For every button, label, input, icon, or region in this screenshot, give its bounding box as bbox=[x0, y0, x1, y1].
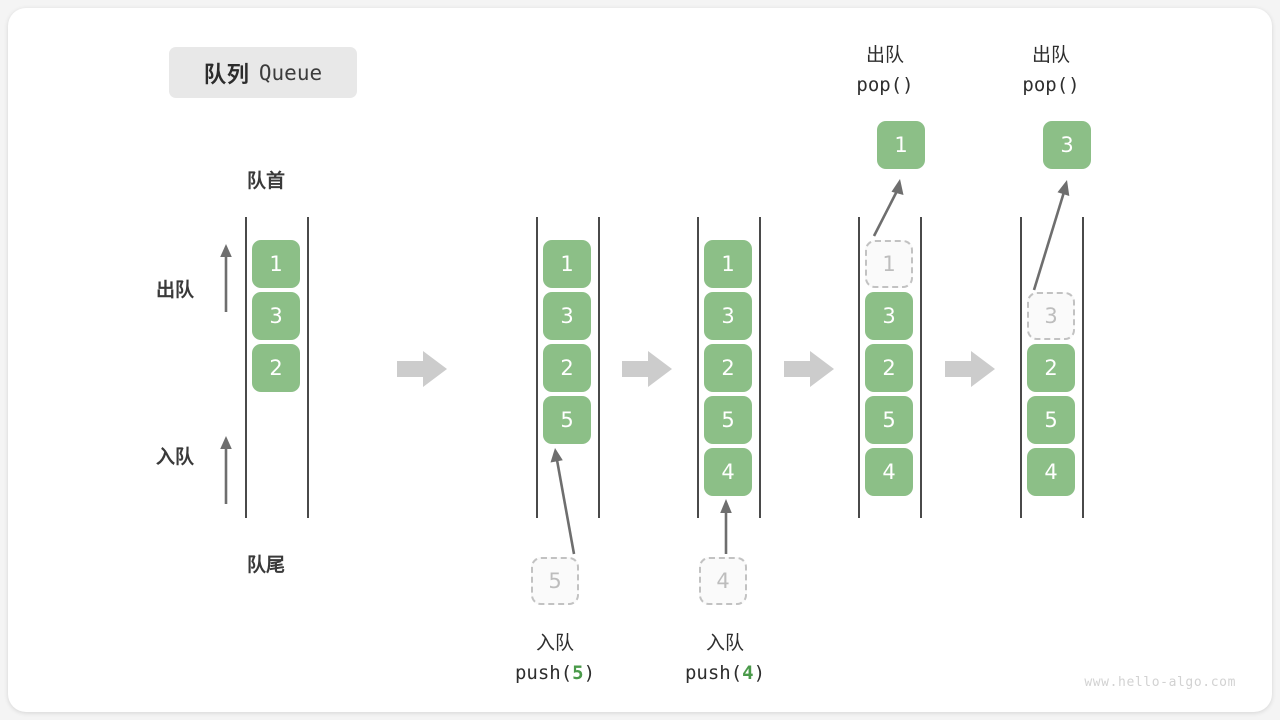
queue-rail-right-5 bbox=[1082, 217, 1084, 518]
pop-arrow-icon bbox=[872, 179, 904, 237]
queue-rail-left-4 bbox=[858, 217, 860, 518]
stage-header-pop-3: 出队 pop() bbox=[981, 40, 1121, 100]
watermark: www.hello-algo.com bbox=[1084, 675, 1236, 690]
step-arrow-icon bbox=[397, 351, 447, 387]
queue-rail-right-1 bbox=[307, 217, 309, 518]
queue-element: 3 bbox=[543, 292, 591, 340]
queue-element: 1 bbox=[704, 240, 752, 288]
queue-rail-left-5 bbox=[1020, 217, 1022, 518]
removed-element-ghost: 3 bbox=[1027, 292, 1075, 340]
front-label: 队首 bbox=[247, 170, 286, 192]
header-cn: 出队 bbox=[865, 44, 904, 66]
step-arrow-icon bbox=[784, 351, 834, 387]
queue-element: 3 bbox=[704, 292, 752, 340]
rear-label: 队尾 bbox=[247, 554, 286, 576]
enqueue-direction-arrow-icon bbox=[220, 436, 232, 504]
step-arrow-icon bbox=[622, 351, 672, 387]
queue-element: 2 bbox=[252, 344, 300, 392]
title-en: Queue bbox=[258, 60, 323, 85]
queue-rail-left-1 bbox=[245, 217, 247, 518]
diagram-card: 队列 Queue 队首 队尾 出队 入队 1 3 2 1 3 2 5 5 入队 … bbox=[8, 8, 1272, 712]
dequeue-direction-label: 出队 bbox=[156, 279, 195, 301]
pending-element-ghost: 5 bbox=[531, 557, 579, 605]
queue-element: 3 bbox=[252, 292, 300, 340]
queue-element: 2 bbox=[1027, 344, 1075, 392]
step-arrow-icon bbox=[945, 351, 995, 387]
queue-rail-left-2 bbox=[536, 217, 538, 518]
popped-element: 1 bbox=[877, 121, 925, 169]
pop-arrow-icon bbox=[1032, 180, 1070, 291]
caption-cn: 入队 bbox=[705, 632, 744, 654]
queue-element: 1 bbox=[252, 240, 300, 288]
queue-element: 5 bbox=[1027, 396, 1075, 444]
dequeue-direction-arrow-icon bbox=[220, 244, 232, 312]
queue-element-new: 4 bbox=[704, 448, 752, 496]
push-arrow-icon bbox=[550, 448, 576, 555]
enqueue-direction-label: 入队 bbox=[156, 446, 195, 468]
header-code: pop() bbox=[1022, 74, 1080, 96]
queue-element: 2 bbox=[704, 344, 752, 392]
queue-rail-left-3 bbox=[697, 217, 699, 518]
push-arrow-icon bbox=[720, 499, 732, 554]
header-cn: 出队 bbox=[1031, 44, 1070, 66]
queue-element: 2 bbox=[865, 344, 913, 392]
queue-element: 1 bbox=[543, 240, 591, 288]
queue-element: 2 bbox=[543, 344, 591, 392]
caption-cn: 入队 bbox=[535, 632, 574, 654]
queue-element: 5 bbox=[865, 396, 913, 444]
removed-element-ghost: 1 bbox=[865, 240, 913, 288]
popped-element: 3 bbox=[1043, 121, 1091, 169]
queue-rail-right-4 bbox=[920, 217, 922, 518]
queue-element: 4 bbox=[865, 448, 913, 496]
stage-caption-push-5: 入队 push(5) bbox=[455, 628, 655, 688]
pending-element-ghost: 4 bbox=[699, 557, 747, 605]
stage-header-pop-1: 出队 pop() bbox=[815, 40, 955, 100]
title-chip: 队列 Queue bbox=[169, 47, 357, 98]
queue-element: 4 bbox=[1027, 448, 1075, 496]
queue-element-new: 5 bbox=[543, 396, 591, 444]
caption-code: push(5) bbox=[514, 662, 596, 684]
stage-caption-push-4: 入队 push(4) bbox=[625, 628, 825, 688]
queue-rail-right-3 bbox=[759, 217, 761, 518]
header-code: pop() bbox=[856, 74, 914, 96]
caption-code: push(4) bbox=[684, 662, 766, 684]
queue-element: 3 bbox=[865, 292, 913, 340]
queue-rail-right-2 bbox=[598, 217, 600, 518]
title-cn: 队列 bbox=[203, 61, 250, 87]
queue-element: 5 bbox=[704, 396, 752, 444]
